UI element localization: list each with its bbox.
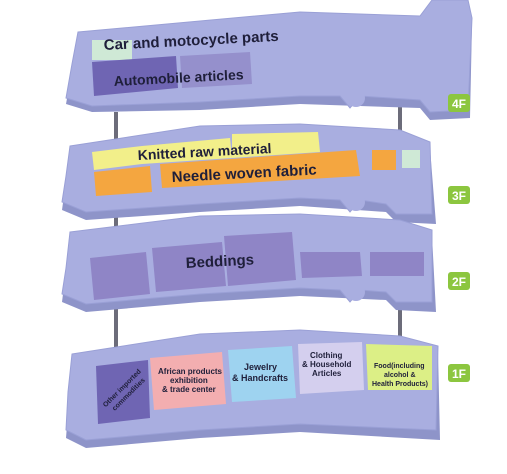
floor-4f-notch (347, 89, 365, 107)
zone-beddings[interactable] (224, 232, 296, 286)
zone-3f-mint (402, 150, 420, 168)
zone-3f-yellow-mid (232, 132, 320, 158)
floor-label-2f: 2F (452, 275, 466, 289)
zone-needle-woven-fabric[interactable] (160, 150, 360, 188)
label-clothing: Clothing & Household Articles (302, 351, 351, 378)
floor-label-3f: 3F (452, 189, 466, 203)
zone-3f-orange-left (94, 166, 152, 196)
zone-knitted-raw-material[interactable] (142, 138, 232, 164)
zone-3f-orange-right (372, 150, 396, 170)
zone-african-products[interactable] (150, 352, 226, 410)
zone-clothing[interactable] (298, 342, 364, 394)
label-african-3: & trade center (162, 385, 216, 394)
zone-2f-a (90, 252, 150, 300)
zone-food[interactable] (366, 344, 432, 390)
zone-jewelry[interactable] (228, 346, 296, 402)
floor-4f[interactable]: Car and motocycle parts Automobile artic… (65, 0, 473, 120)
floor-3f[interactable]: Knitted raw material Needle woven fabric (61, 123, 436, 224)
zone-2f-c (300, 252, 362, 278)
zone-4f-mint (92, 40, 132, 60)
label-food-3: Health Products) (372, 381, 428, 388)
zone-2f-b (152, 242, 226, 292)
label-clothing-1: Clothing (310, 351, 343, 360)
zone-2f-d (370, 252, 424, 276)
zone-other-imported[interactable] (96, 360, 150, 424)
badge-2f[interactable]: 2F (448, 272, 470, 290)
label-african-1: African products (158, 367, 223, 376)
label-food: Food(including alcohol & Health Products… (372, 363, 428, 388)
label-automobile-articles: Automobile articles (113, 66, 244, 89)
label-food-2: alcohol & (384, 372, 416, 379)
floor-badge-4f[interactable] (448, 94, 470, 112)
label-clothing-2: & Household (302, 360, 351, 369)
floor-badge-1f[interactable] (448, 364, 470, 382)
label-clothing-3: Articles (312, 369, 342, 378)
label-african-products: African products exhibition & trade cent… (158, 367, 223, 394)
floor-badge-2f[interactable] (448, 272, 470, 290)
floor-2f[interactable]: Beddings (61, 213, 436, 312)
label-jewelry-2: & Handcrafts (232, 373, 288, 383)
zone-3f-yellow-left (92, 146, 142, 170)
label-african-2: exhibition (170, 376, 208, 385)
label-knitted-raw-material: Knitted raw material (137, 140, 271, 163)
label-jewelry: Jewelry & Handcrafts (232, 362, 288, 383)
floor-label-4f: 4F (452, 97, 466, 111)
label-food-1: Food(including (374, 363, 425, 370)
floor-badge-3f[interactable] (448, 186, 470, 204)
floor-1f[interactable]: Other imported commodities African produ… (65, 329, 440, 448)
floor-label-1f: 1F (452, 367, 466, 381)
floor-3f-notch (347, 193, 365, 211)
zone-4f-lavender (180, 52, 252, 88)
floor-2f-notch (347, 283, 365, 301)
badge-3f[interactable]: 3F (448, 186, 470, 204)
zone-automobile-articles[interactable] (92, 56, 178, 96)
label-beddings: Beddings (185, 251, 254, 272)
label-jewelry-1: Jewelry (244, 362, 277, 372)
badge-1f[interactable]: 1F (448, 364, 470, 382)
badge-4f[interactable]: 4F (448, 94, 470, 112)
